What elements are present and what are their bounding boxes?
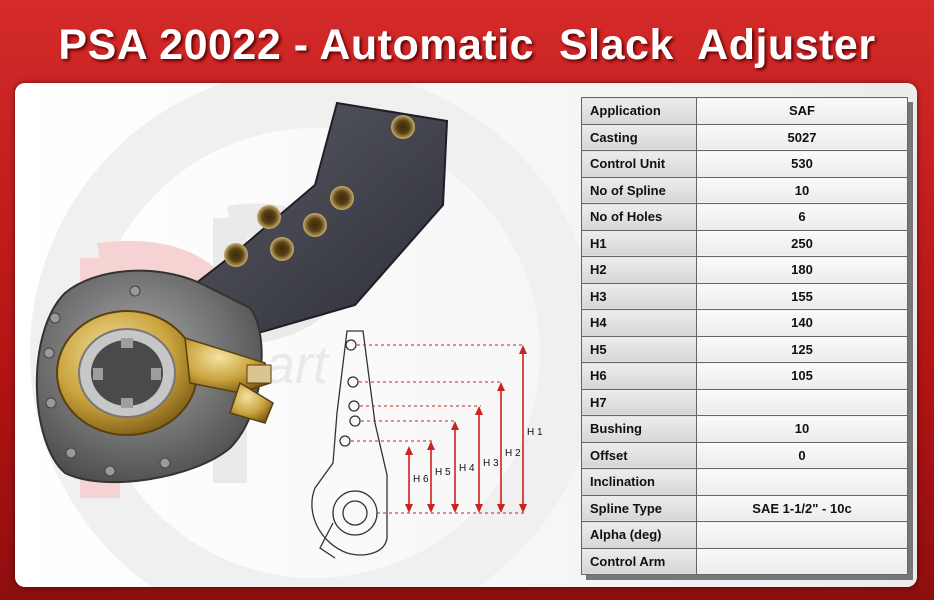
spec-value: 10	[696, 176, 908, 204]
spec-value: 5027	[696, 123, 908, 151]
spec-label: Control Unit	[581, 150, 697, 178]
spec-value: 125	[696, 335, 908, 363]
spec-label: Bushing	[581, 415, 697, 443]
spec-label: H5	[581, 335, 697, 363]
spec-value: 155	[696, 282, 908, 310]
spec-value: SAF	[696, 97, 908, 125]
spec-label: Alpha (deg)	[581, 521, 697, 549]
slack-adjuster-illustration: H 1 H 2 H 3 H 4 H 5 H 6	[35, 101, 543, 559]
spec-value: 180	[696, 256, 908, 284]
spec-label: H1	[581, 229, 697, 257]
dim-label-h3: H 3	[483, 458, 499, 469]
spec-label: Spline Type	[581, 494, 697, 522]
spec-label: Casting	[581, 123, 697, 151]
spec-row: Inclination	[581, 468, 908, 496]
spec-label: No of Holes	[581, 203, 697, 231]
spec-value: 530	[696, 150, 908, 178]
spec-label: Inclination	[581, 468, 697, 496]
spec-label: Control Arm	[581, 547, 697, 575]
spec-value	[696, 468, 908, 496]
spec-value: SAE 1-1/2" - 10c	[696, 494, 908, 522]
spec-label: Offset	[581, 441, 697, 469]
content-panel: art rofi	[15, 83, 917, 587]
spec-row: Alpha (deg)	[581, 521, 908, 549]
spec-value	[696, 547, 908, 575]
dim-label-h4: H 4	[459, 463, 475, 474]
spec-row: Control Arm	[581, 547, 908, 575]
spec-value	[696, 521, 908, 549]
spec-label: H6	[581, 362, 697, 390]
spec-value: 0	[696, 441, 908, 469]
spec-label: H7	[581, 388, 697, 416]
spec-label: H3	[581, 282, 697, 310]
spec-label: H2	[581, 256, 697, 284]
spec-value: 6	[696, 203, 908, 231]
svg-text:art: art	[265, 335, 330, 395]
dim-label-h2: H 2	[505, 448, 521, 459]
spec-label: H4	[581, 309, 697, 337]
spec-row: H7	[581, 388, 908, 416]
dim-label-h5: H 5	[435, 467, 451, 478]
spec-value	[696, 388, 908, 416]
dim-label-h1: H 1	[527, 427, 543, 438]
spec-label: No of Spline	[581, 176, 697, 204]
spec-value: 10	[696, 415, 908, 443]
spec-label: Application	[581, 97, 697, 125]
page-title: PSA 20022 - Automatic Slack Adjuster	[58, 21, 876, 69]
spec-value: 250	[696, 229, 908, 257]
dim-label-h6: H 6	[413, 474, 429, 485]
spec-value: 105	[696, 362, 908, 390]
spec-value: 140	[696, 309, 908, 337]
